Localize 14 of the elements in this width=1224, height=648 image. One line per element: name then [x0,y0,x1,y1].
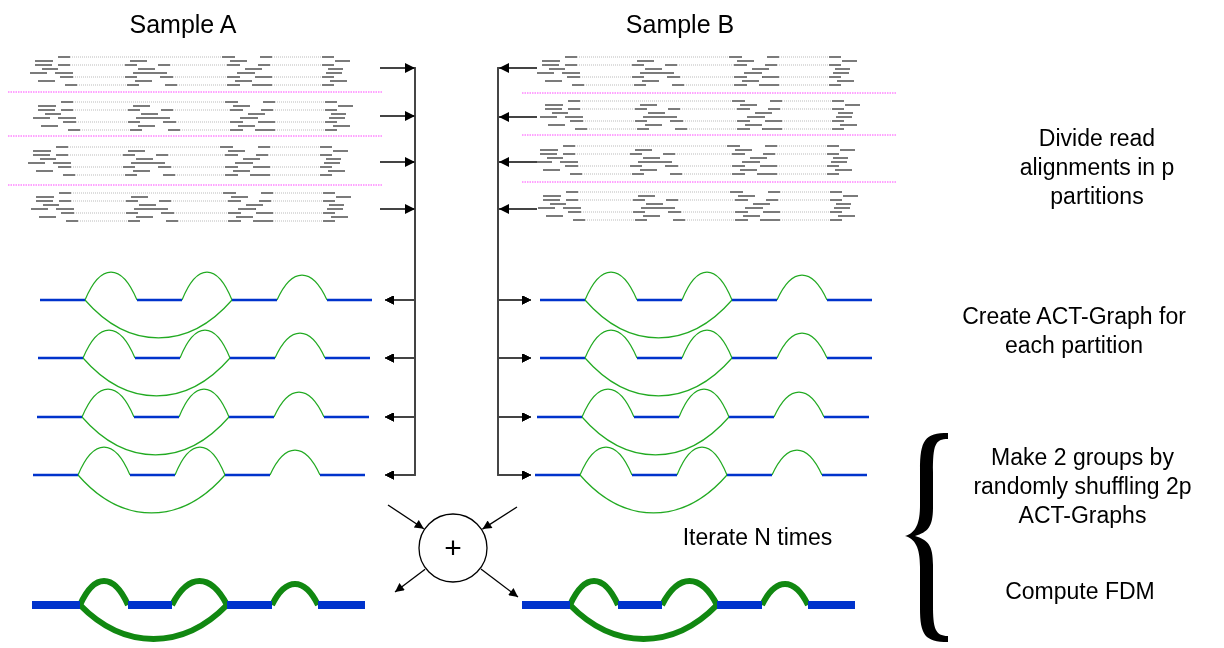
plus-sign: + [443,530,463,566]
step-description: Create ACT-Graph for each partition [961,302,1187,360]
arrow [394,568,426,593]
heading: Sample B [624,10,736,39]
arrow [480,568,519,598]
heading: Sample A [128,10,238,39]
note: Iterate N times [681,523,834,552]
curly-brace [905,433,948,642]
arrow [481,506,518,530]
sum-circle [418,513,488,583]
arrow [387,504,425,530]
step-description: Divide read alignments in p partitions [1018,124,1176,211]
step-description: Compute FDM [1004,577,1156,606]
step-description: Make 2 groups by randomly shuffling 2p ACT-Graphs [972,443,1193,530]
